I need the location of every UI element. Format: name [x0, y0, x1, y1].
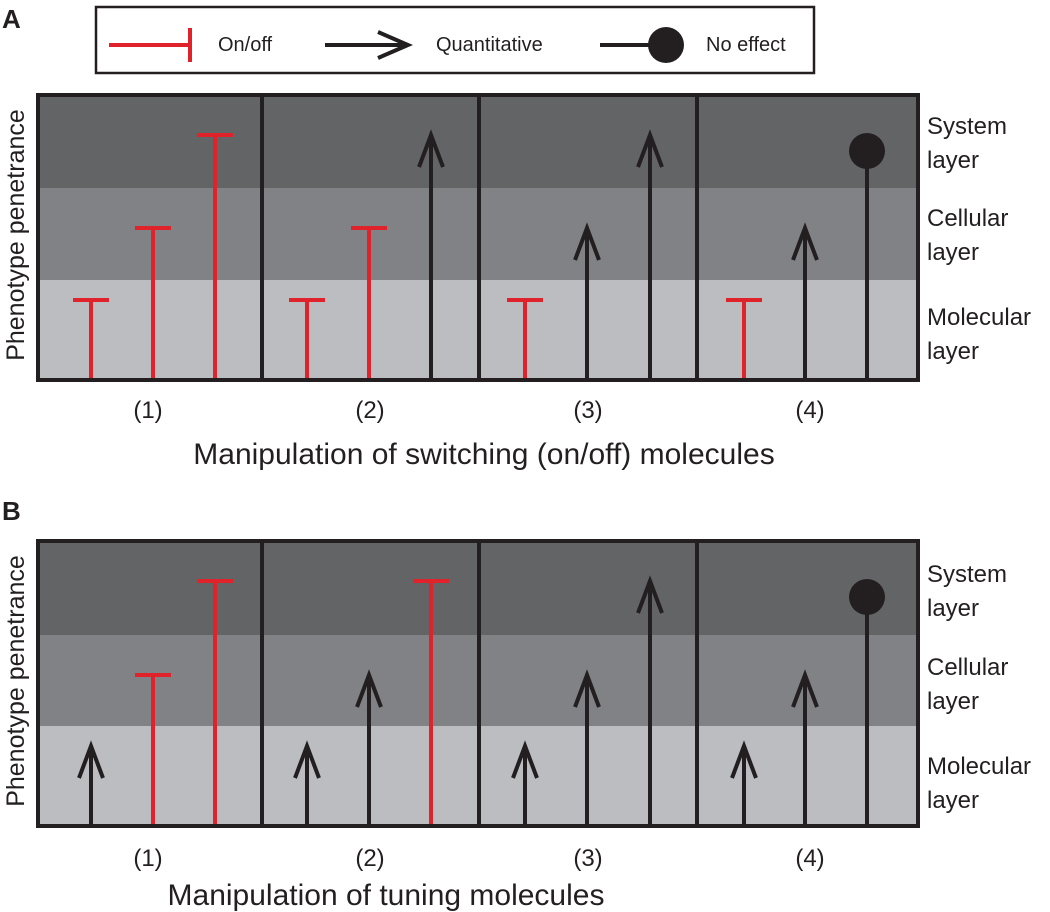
y-axis-label-b: Phenotype penetrance	[2, 555, 30, 807]
layer-sublabel-system-a: layer	[927, 147, 979, 174]
column-label-b-3: (3)	[573, 845, 602, 872]
legend-frame	[94, 5, 816, 75]
effect-a-3-2-quantitative-head	[573, 222, 601, 261]
effect-a-4-3-no-effect	[849, 133, 885, 380]
panel-frame-b	[36, 539, 920, 828]
y-axis-label-a: Phenotype penetrance	[2, 109, 30, 361]
effect-a-1-3-on-off	[197, 133, 233, 380]
effect-b-4-2-quantitative	[791, 669, 819, 826]
effect-a-2-3-quantitative-head	[417, 129, 445, 168]
effect-b-4-1-quantitative	[730, 740, 758, 826]
x-axis-title-a: Manipulation of switching (on/off) molec…	[193, 438, 774, 471]
effect-b-2-1-quantitative-head	[293, 740, 321, 779]
column-label-a-3: (3)	[573, 397, 602, 424]
filled-circle-end-icon	[600, 27, 684, 63]
column-label-b-4: (4)	[795, 845, 824, 872]
effect-b-2-3-on-off	[413, 579, 449, 826]
column-label-a-1: (1)	[133, 397, 162, 424]
effect-a-4-1-on-off	[726, 298, 762, 380]
effect-b-1-1-quantitative-head	[77, 740, 105, 779]
column-labels-b: (1) (2) (3) (4)	[133, 845, 824, 872]
panel-frame-a	[36, 93, 920, 382]
effect-b-3-2-quantitative-head	[573, 669, 601, 708]
legend-label-on-off: On/off	[218, 34, 273, 56]
panel-b: B Phenotype penetrance System layer Cell…	[2, 496, 1031, 912]
effect-a-1-1-on-off	[73, 298, 109, 380]
effect-a-2-1-on-off	[289, 298, 325, 380]
effect-b-3-3-quantitative-head	[636, 575, 664, 614]
effect-b-4-3-no-effect	[849, 579, 885, 826]
effect-a-3-3-quantitative	[636, 129, 664, 380]
legend-quant-head	[377, 30, 414, 60]
layer-sublabel-molecular-b: layer	[927, 787, 979, 814]
effect-a-1-2-on-off	[135, 226, 171, 380]
open-arrowhead-icon	[325, 30, 414, 60]
effect-b-3-3-quantitative	[636, 575, 664, 826]
effect-b-1-3-on-off	[197, 579, 233, 826]
effect-b-4-2-quantitative-head	[791, 669, 819, 708]
effect-a-2-2-on-off	[351, 226, 387, 380]
legend-label-no-effect: No effect	[706, 34, 786, 56]
effect-a-2-3-quantitative	[417, 129, 445, 380]
layer-sublabel-cellular-b: layer	[927, 688, 979, 715]
layer-label-molecular-b: Molecular	[927, 753, 1031, 780]
effect-a-4-2-quantitative-head	[791, 222, 819, 261]
effect-marks-b	[77, 575, 885, 826]
effect-a-3-2-quantitative	[573, 222, 601, 380]
legend-item-on-off: On/off	[109, 28, 273, 62]
effect-a-4-3-no-effect-ball	[849, 133, 885, 169]
effect-b-4-3-no-effect-ball	[849, 579, 885, 615]
layer-label-system-b: System	[927, 561, 1007, 588]
layer-sublabel-system-b: layer	[927, 595, 979, 622]
column-label-a-4: (4)	[795, 397, 824, 424]
layer-sublabel-cellular-a: layer	[927, 239, 979, 266]
effect-a-4-2-quantitative	[791, 222, 819, 380]
effect-b-1-1-quantitative	[77, 740, 105, 826]
legend-no-effect-ball	[648, 27, 684, 63]
layer-label-cellular-b: Cellular	[927, 654, 1008, 681]
layer-labels-b: System layer Cellular layer Molecular la…	[927, 561, 1031, 814]
effect-b-3-1-quantitative-head	[511, 740, 539, 779]
column-labels-a: (1) (2) (3) (4)	[133, 397, 824, 424]
panel-label-b: B	[2, 496, 21, 526]
effect-b-4-1-quantitative-head	[730, 740, 758, 779]
layer-label-molecular-a: Molecular	[927, 304, 1031, 331]
t-bar-inhibition-icon	[109, 28, 192, 62]
effect-a-3-1-on-off	[507, 298, 543, 380]
effect-a-3-3-quantitative-head	[636, 129, 664, 168]
x-axis-title-b: Manipulation of tuning molecules	[168, 879, 605, 912]
layer-sublabel-molecular-a: layer	[927, 338, 979, 365]
effect-marks-a	[73, 129, 885, 380]
layer-labels-a: System layer Cellular layer Molecular la…	[927, 113, 1031, 365]
effect-b-2-2-quantitative-head	[355, 669, 383, 708]
effect-b-3-1-quantitative	[511, 740, 539, 826]
legend-item-quantitative: Quantitative	[325, 30, 543, 60]
effect-b-1-2-on-off	[135, 673, 171, 826]
effect-b-2-2-quantitative	[355, 669, 383, 826]
legend: On/off Quantitative No effect	[94, 5, 816, 75]
column-label-b-2: (2)	[355, 845, 384, 872]
effect-b-3-2-quantitative	[573, 669, 601, 826]
column-label-a-2: (2)	[355, 397, 384, 424]
effect-b-2-1-quantitative	[293, 740, 321, 826]
panel-a: A Phenotype penetrance System layer Cell…	[2, 4, 1031, 471]
layer-label-system-a: System	[927, 113, 1007, 140]
legend-label-quantitative: Quantitative	[436, 34, 543, 56]
legend-item-no-effect: No effect	[600, 27, 786, 63]
layer-label-cellular-a: Cellular	[927, 205, 1008, 232]
panel-label-a: A	[2, 4, 21, 34]
column-label-b-1: (1)	[133, 845, 162, 872]
